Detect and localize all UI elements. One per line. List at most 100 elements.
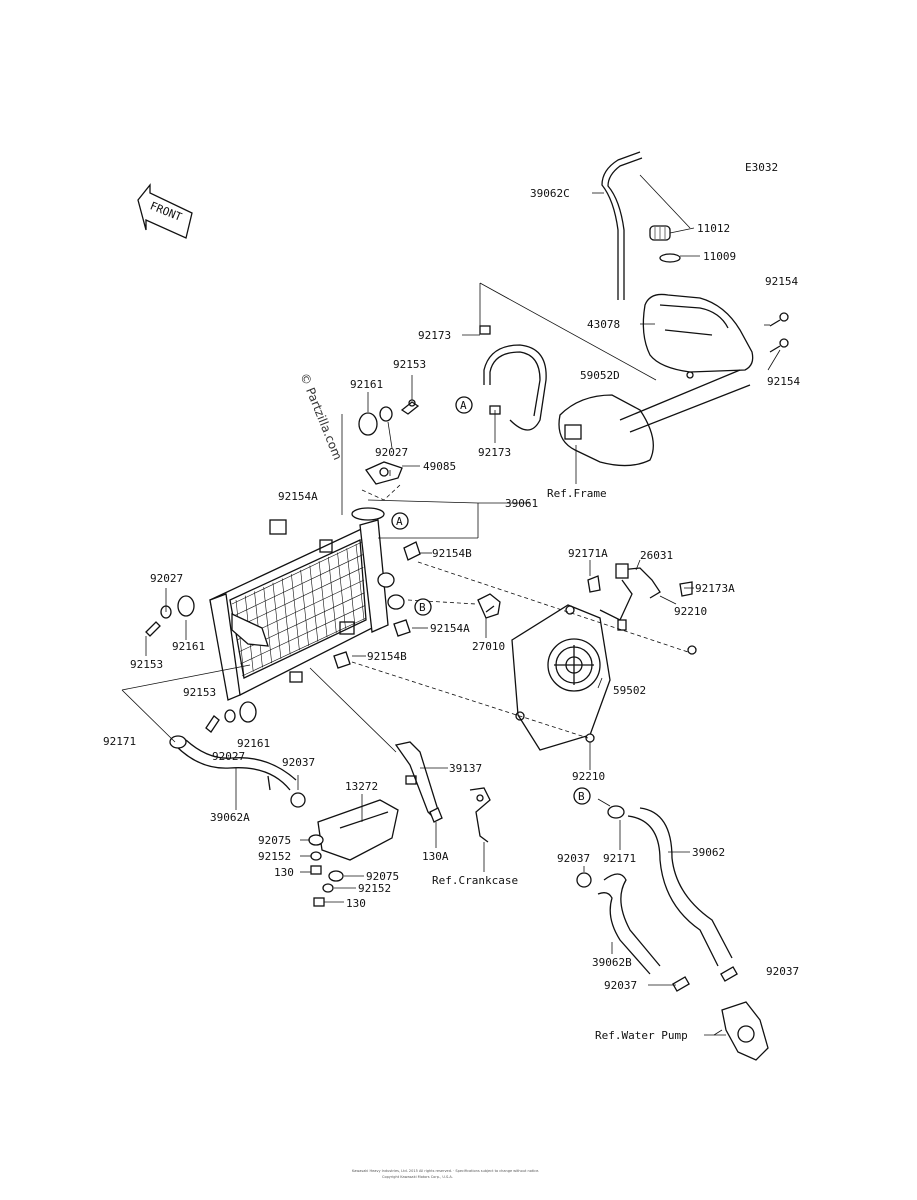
label-92173-bot: 92173 (478, 446, 511, 459)
fastener-stack-a (308, 834, 324, 875)
hose-39062 (607, 805, 733, 967)
label-92027-top: 92027 (375, 446, 408, 459)
label-92153-left: 92153 (130, 658, 163, 671)
radiator-fin (235, 599, 245, 677)
callout-A-radiator: A (391, 512, 409, 530)
label-92037-low: 92037 (604, 979, 637, 992)
nut-92210-top (687, 645, 697, 655)
label-39062A: 39062A (210, 811, 250, 824)
radiator-fin (263, 587, 272, 664)
label-92153-top: 92153 (393, 358, 426, 371)
shroud-13272 (317, 799, 399, 861)
bolt-130A (429, 807, 443, 823)
radiator (209, 519, 405, 701)
hose-39062A (169, 735, 297, 791)
radiator-fin (272, 582, 282, 659)
diagram-code: E3032 (745, 161, 778, 174)
clamp-92037-right (720, 966, 738, 982)
radiator-core-line (240, 605, 366, 665)
part-labels: 39062C 11012 11009 92154 43078 92154 921… (103, 187, 800, 1042)
label-130-b: 130 (346, 897, 366, 910)
label-92154B-mid: 92154B (367, 650, 407, 663)
label-39062: 39062 (692, 846, 725, 859)
bolt-lower (205, 715, 220, 733)
label-27010: 27010 (472, 640, 505, 653)
label-43078: 43078 (587, 318, 620, 331)
clamp-92037-low (672, 976, 690, 992)
label-92173A: 92173A (695, 582, 735, 595)
label-92171-right: 92171 (603, 852, 636, 865)
label-92027-low: 92027 (212, 750, 245, 763)
label-11012: 11012 (697, 222, 730, 235)
label-ref-crankcase: Ref.Crankcase (432, 874, 518, 887)
label-92037-left: 92037 (282, 756, 315, 769)
radiator-core-line (233, 554, 363, 617)
label-92171A: 92171A (568, 547, 608, 560)
callout-A-top: A (455, 396, 473, 414)
fan-connector (587, 563, 693, 631)
label-92210-top: 92210 (674, 605, 707, 618)
footer-line-1: Kawasaki Heavy Industries, Ltd. 2015 All… (352, 1169, 539, 1173)
crankcase-bracket (469, 787, 491, 843)
label-92161-top: 92161 (350, 378, 383, 391)
reservoir-gasket (659, 253, 681, 263)
label-130A: 130A (422, 850, 449, 863)
callout-B-hose: B (573, 787, 591, 805)
label-92173-top: 92173 (418, 329, 451, 342)
collar-lower (224, 709, 236, 723)
bolt-92154A (393, 619, 411, 637)
dashed-lines (351, 561, 689, 739)
label-92154A-mid: 92154A (430, 622, 470, 635)
label-92075-b: 92075 (366, 870, 399, 883)
label-92154A-top: 92154A (278, 490, 318, 503)
label-ref-frame: Ref.Frame (547, 487, 607, 500)
water-pump-fitting (721, 1001, 769, 1061)
label-92152-b: 92152 (358, 882, 391, 895)
clamp-92037-mid (576, 872, 592, 888)
fastener-stack-b (313, 870, 344, 907)
label-26031: 26031 (640, 549, 673, 562)
label-92075-a: 92075 (258, 834, 291, 847)
overflow-hose (479, 325, 547, 431)
footer-line-2: Copyright Kawasaki Motors Corp., U.S.A. (382, 1175, 453, 1179)
hose-39062B (597, 873, 661, 975)
bolt-92153 (400, 399, 420, 415)
thermo-switch (477, 593, 501, 619)
svg-text:A: A (460, 399, 467, 412)
label-59052D: 59052D (580, 369, 620, 382)
radiator-core-line (235, 567, 364, 629)
bolt-92154 (769, 312, 789, 353)
bracket-39137 (394, 741, 439, 822)
clamp-92037 (290, 792, 306, 808)
label-92037-mid: 92037 (557, 852, 590, 865)
label-92153-low: 92153 (183, 686, 216, 699)
frame-bracket (558, 369, 751, 467)
label-39137: 39137 (449, 762, 482, 775)
svg-text:B: B (578, 790, 585, 803)
label-92027-left: 92027 (150, 572, 183, 585)
bolt-left (145, 621, 161, 637)
bolt-92154B-mid (333, 651, 351, 669)
label-39061: 39061 (505, 497, 538, 510)
label-92210-bot: 92210 (572, 770, 605, 783)
svg-text:B: B (419, 601, 426, 614)
label-92037-right: 92037 (766, 965, 799, 978)
filler-neck (351, 507, 385, 521)
label-92161-left: 92161 (172, 640, 205, 653)
leader-lines (121, 174, 781, 1036)
label-92154-mid: 92154 (767, 375, 800, 388)
reservoir-tank (642, 293, 754, 379)
label-92154B-top: 92154B (432, 547, 472, 560)
callout-B-radiator: B (414, 598, 432, 616)
label-92152-a: 92152 (258, 850, 291, 863)
front-arrow-icon: FRONT (137, 183, 193, 239)
label-39062C: 39062C (530, 187, 570, 200)
bolt-92154B (403, 541, 421, 561)
grommet-left (177, 595, 195, 617)
reservoir-cap (649, 225, 671, 241)
watermark: © Partzilla.com (297, 371, 345, 462)
grommet-lower (239, 701, 257, 723)
grommet-92161 (358, 412, 378, 436)
label-92161-low: 92161 (237, 737, 270, 750)
